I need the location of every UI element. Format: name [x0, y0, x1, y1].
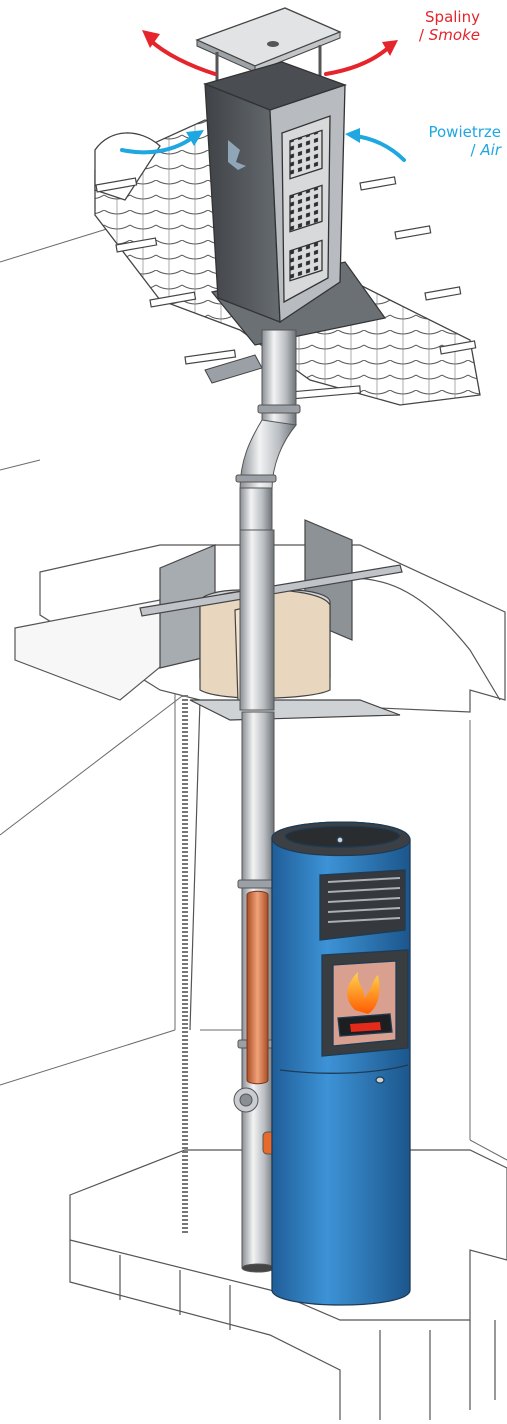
air-label: Powietrze / Air: [428, 123, 501, 159]
air-label-pl: Powietrze: [428, 123, 501, 141]
chimney-housing: [202, 61, 347, 324]
air-separator: /: [470, 141, 476, 159]
room-walls: [0, 227, 507, 1161]
smoke-arrow-icon: [142, 30, 398, 76]
flue-pipe-lower: [233, 529, 286, 1273]
smoke-separator: /: [418, 26, 424, 44]
air-label-en-line: / Air: [428, 141, 501, 159]
smoke-label-en: Smoke: [428, 26, 480, 44]
air-label-en: Air: [480, 141, 501, 159]
smoke-label: Spaliny / Smoke: [419, 8, 480, 44]
pellet-stove: [271, 821, 411, 1306]
air-arrow-icon: [120, 128, 406, 162]
smoke-label-en-line: / Smoke: [419, 26, 480, 44]
smoke-label-pl: Spaliny: [425, 8, 480, 26]
flame-icon: [347, 972, 380, 1014]
